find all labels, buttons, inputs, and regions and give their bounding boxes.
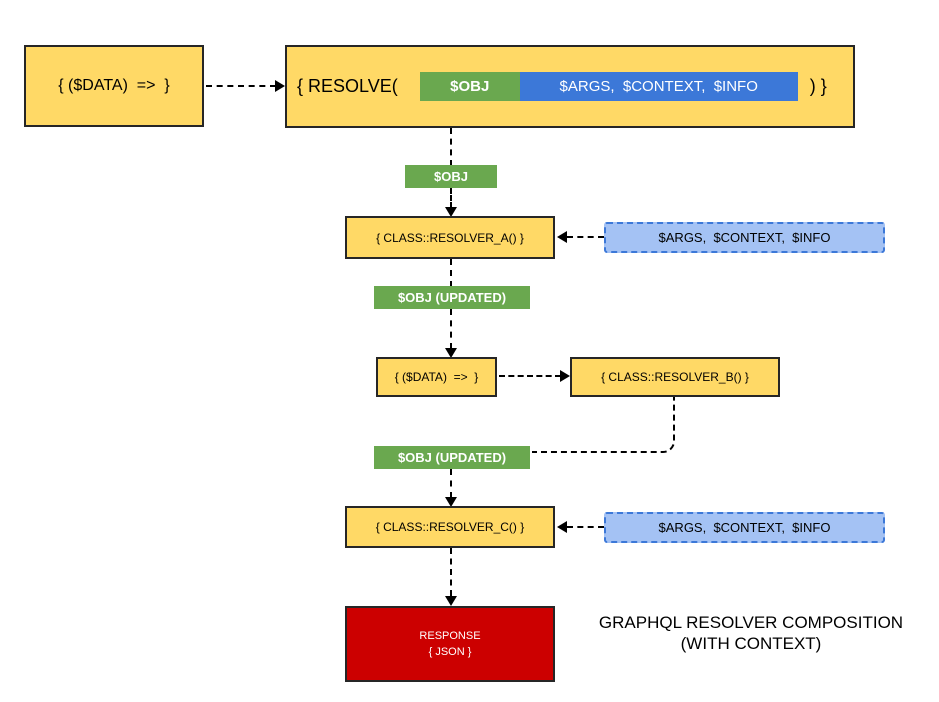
arrowhead-into-resolver-a-icon bbox=[445, 207, 457, 217]
label-obj-pass: $OBJ bbox=[405, 165, 497, 188]
arrowhead-into-datafn-mid-icon bbox=[445, 348, 457, 358]
node-context-args-c: $ARGS, $CONTEXT, $INFO bbox=[604, 512, 885, 543]
node-resolve: { RESOLVE( $OBJ $ARGS, $CONTEXT, $INFO )… bbox=[285, 45, 855, 128]
connector-args-a-to-resolver-a bbox=[567, 236, 604, 238]
node-resolver-b: { CLASS::RESOLVER_B() } bbox=[570, 357, 780, 397]
response-line2: { JSON } bbox=[428, 646, 472, 658]
connector-resolver-a-to-objupdated1 bbox=[450, 259, 452, 287]
node-response: RESPONSE { JSON } bbox=[345, 606, 555, 682]
resolve-signature: { RESOLVE( $OBJ $ARGS, $CONTEXT, $INFO )… bbox=[287, 47, 853, 126]
caption-line1: GRAPHQL RESOLVER COMPOSITION bbox=[598, 613, 904, 632]
caption-line2: (WITH CONTEXT) bbox=[680, 634, 822, 653]
obj-param-chip: $OBJ bbox=[419, 72, 520, 101]
connector-datafn-to-resolve bbox=[206, 85, 276, 87]
label-obj-updated-1: $OBJ (UPDATED) bbox=[374, 286, 530, 309]
connector-resolver-c-to-response bbox=[450, 548, 452, 596]
arrowhead-into-resolver-a-right-icon bbox=[557, 231, 567, 243]
node-data-fn-mid: { ($DATA) => } bbox=[376, 357, 497, 397]
connector-args-c-to-resolver-c bbox=[567, 526, 604, 528]
node-context-args-a: $ARGS, $CONTEXT, $INFO bbox=[604, 222, 885, 253]
connector-objlabel-to-resolver-a bbox=[450, 188, 452, 208]
connector-datafn-mid-to-resolver-b bbox=[499, 375, 561, 377]
node-resolver-c: { CLASS::RESOLVER_C() } bbox=[345, 506, 555, 548]
connector-objupdated2-to-resolver-c bbox=[450, 469, 452, 498]
arrowhead-into-resolve-icon bbox=[275, 80, 285, 92]
arrowhead-into-resolver-c-icon bbox=[445, 497, 457, 507]
connector-resolve-to-objlabel bbox=[450, 128, 452, 166]
node-resolver-a: { CLASS::RESOLVER_A() } bbox=[345, 216, 555, 259]
arrowhead-into-resolver-c-right-icon bbox=[557, 521, 567, 533]
connector-resolver-b-to-objupdated2 bbox=[532, 397, 675, 453]
node-data-fn-top: { ($DATA) => } bbox=[24, 45, 204, 127]
diagram-caption: GRAPHQL RESOLVER COMPOSITION (WITH CONTE… bbox=[560, 612, 939, 654]
response-line1: RESPONSE bbox=[419, 630, 481, 642]
resolve-close-text: ) } bbox=[809, 76, 827, 96]
label-obj-updated-2: $OBJ (UPDATED) bbox=[374, 446, 530, 469]
connector-objupdated1-to-datafn-mid bbox=[450, 309, 452, 349]
arrowhead-into-resolver-b-icon bbox=[560, 370, 570, 382]
arrowhead-into-response-icon bbox=[445, 596, 457, 606]
context-params-chip: $ARGS, $CONTEXT, $INFO bbox=[519, 72, 798, 101]
resolve-open-text: { RESOLVE( bbox=[297, 76, 398, 96]
